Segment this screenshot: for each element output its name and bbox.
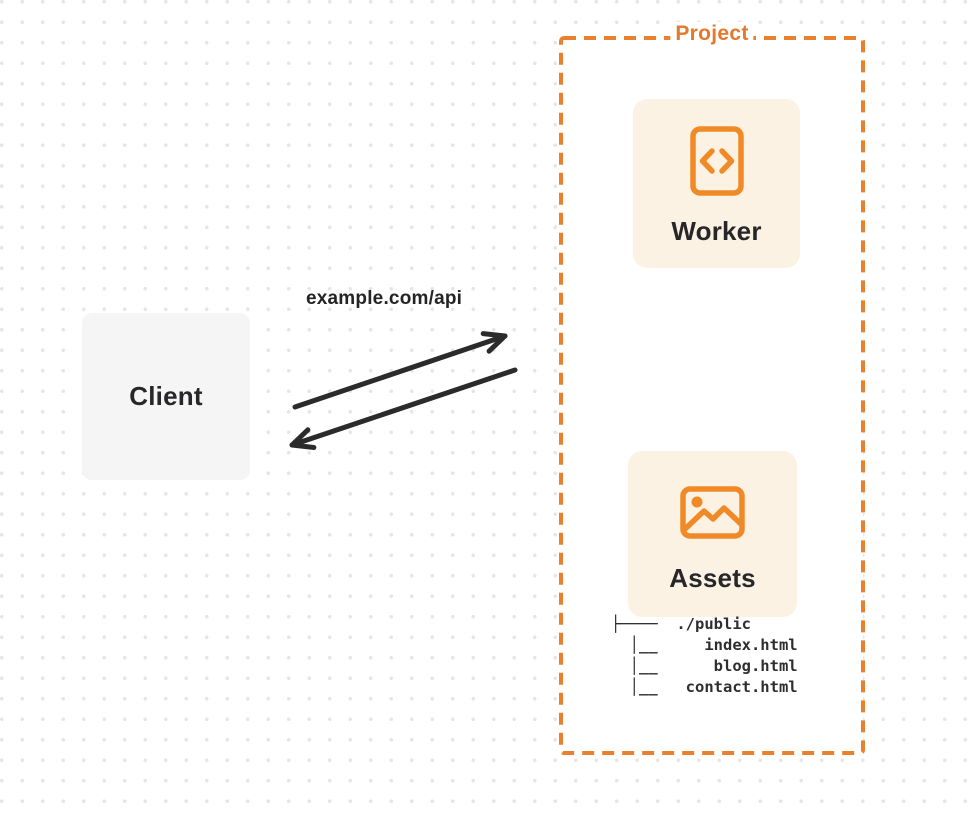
assets-file-tree: ├──── ./public │__ index.html │__ blog.h…: [611, 615, 798, 696]
project-label: Project: [670, 22, 754, 46]
response-arrow: [289, 367, 518, 450]
worker-node: Worker: [633, 99, 800, 268]
client-node-label: Client: [129, 381, 203, 411]
request-url-label: example.com/api: [306, 288, 463, 309]
project-container: Project Worker Assets ├──── ./public │_: [559, 22, 865, 755]
client-node: Client: [82, 313, 250, 480]
code-file-icon: [689, 126, 744, 196]
request-arrow: [292, 331, 508, 410]
worker-node-label: Worker: [671, 216, 762, 246]
image-icon: [680, 486, 745, 539]
assets-node: Assets: [628, 451, 797, 617]
assets-node-label: Assets: [669, 563, 756, 593]
